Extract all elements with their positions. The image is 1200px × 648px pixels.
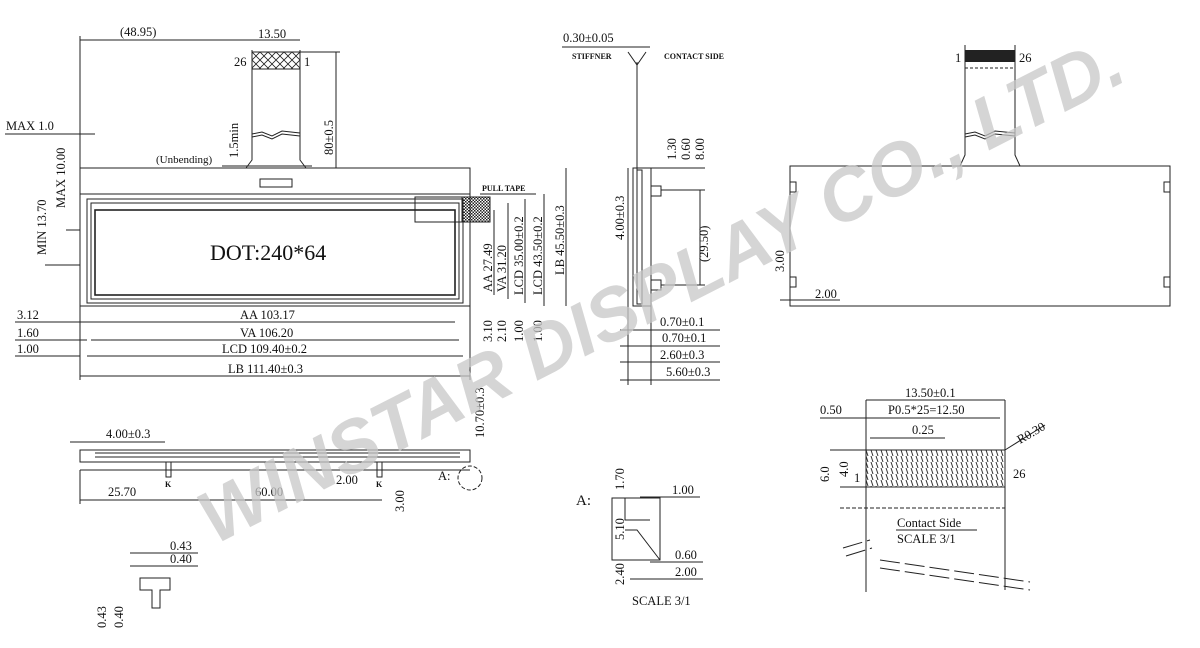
detail-a-label: A:: [576, 493, 591, 509]
dim-3-12: 3.12: [17, 308, 39, 322]
dim-1-30: 1.30: [665, 138, 679, 160]
detail-dim-1-70: 1.70: [613, 468, 627, 490]
active-area: [94, 209, 456, 296]
bottom-dim-4-00: 4.00±0.3: [106, 427, 150, 441]
dim-0-40-v: 0.40: [112, 606, 126, 628]
lcd-width: LCD 109.40±0.2: [222, 342, 307, 356]
detail-dim-5-10: 5.10: [613, 518, 627, 540]
dim-0-70-a: 0.70±0.1: [660, 315, 704, 329]
va-height: VA 31.20: [495, 245, 509, 292]
dim-1-00: 1.00: [17, 342, 39, 356]
dim-3-10: 3.10: [481, 320, 495, 342]
contact-scale: SCALE 3/1: [897, 532, 956, 546]
detail-dim-2-00: 2.00: [675, 565, 697, 579]
pull-tape: [461, 196, 491, 223]
unbending-label: (Unbending): [156, 154, 213, 166]
detail-a: A: 1.70 1.00 5.10 0.60 2.00 2.40 SCALE 3…: [576, 468, 703, 608]
contact-pin-1: 1: [854, 471, 860, 485]
contact-pitch: P0.5*25=12.50: [888, 403, 965, 417]
rear-dim-2-00: 2.00: [815, 287, 837, 301]
aa-height: AA 27.49: [481, 243, 495, 292]
front-view: (48.95) 13.50 26 1 80±0.5 1.5min (Unbend…: [5, 25, 567, 380]
bottom-view: 4.00±0.3 10.70±0.3 25.70 60.00 2.00 3.00…: [70, 387, 487, 628]
bottom-dim-10-70: 10.70±0.3: [473, 387, 487, 438]
detail-dim-2-40: 2.40: [613, 563, 627, 585]
dim-8-00: 8.00: [693, 138, 707, 160]
lb-outline: [79, 167, 471, 307]
contact-side-title: Contact Side: [897, 516, 962, 530]
rear-dim-3-00: 3.00: [773, 250, 787, 272]
min-13-70: MIN 13.70: [35, 199, 49, 255]
bottom-dim-25-70: 25.70: [108, 485, 136, 499]
detail-dim-0-60: 0.60: [675, 548, 697, 562]
pin-26-label: 26: [234, 55, 247, 69]
contact-dim-0-25: 0.25: [912, 423, 934, 437]
contact-r0-30: R0.30: [1015, 419, 1048, 446]
bottom-dim-60-00: 60.00: [255, 485, 283, 499]
lcd-height: LCD 35.00±0.2: [512, 216, 526, 295]
dim-1-60: 1.60: [17, 326, 39, 340]
contact-side-label: CONTACT SIDE: [664, 52, 724, 61]
max-10-00: MAX 10.00: [54, 148, 68, 208]
contact-dim-6-0: 6.0: [818, 466, 832, 482]
lb-height: LB 45.50±0.3: [553, 205, 567, 275]
k-mark-1: K: [165, 480, 172, 489]
side-view: 0.30±0.05 STIFFNER CONTACT SIDE 1.30 0.6…: [562, 31, 724, 385]
dim-0-70-b: 0.70±0.1: [662, 331, 706, 345]
rear-pin-26: 26: [1019, 51, 1032, 65]
dim-1-00-a: 1.00: [512, 320, 526, 342]
pin-1-label: 1: [304, 55, 310, 69]
aa-width: AA 103.17: [240, 308, 295, 322]
max-1-0: MAX 1.0: [6, 119, 54, 133]
dim-1-5min: 1.5min: [227, 122, 241, 158]
dim-80: 80±0.5: [322, 120, 336, 155]
stiffner-label: STIFFNER: [572, 52, 612, 61]
dim-0-40: 0.40: [170, 552, 192, 566]
fpc-contacts: [251, 51, 301, 70]
pull-tape-label: PULL TAPE: [482, 184, 526, 193]
detail-a-ref: A:: [438, 469, 451, 483]
dim-5-60: 5.60±0.3: [666, 365, 710, 379]
bottom-dim-3-00: 3.00: [393, 490, 407, 512]
bottom-dim-2-00: 2.00: [336, 473, 358, 487]
dim-4-00: 4.00±0.3: [613, 196, 627, 240]
dim-13-50: 13.50: [258, 27, 286, 41]
contact-pins: [865, 449, 1006, 488]
dim-1-00-b: 1.00: [531, 320, 545, 342]
detail-scale: SCALE 3/1: [632, 594, 691, 608]
contact-detail: 13.50±0.1 0.50 P0.5*25=12.50 0.25 R0.30 …: [818, 386, 1048, 592]
dim-0-43: 0.43: [170, 539, 192, 553]
lb-width: LB 111.40±0.3: [228, 362, 303, 376]
contact-dim-4-0: 4.0: [837, 461, 851, 477]
detail-dim-1-00: 1.00: [672, 483, 694, 497]
dim-2-60: 2.60±0.3: [660, 348, 704, 362]
dim-48-95: (48.95): [120, 25, 156, 39]
dim-0-43-v: 0.43: [95, 606, 109, 628]
contact-dim-13-50: 13.50±0.1: [905, 386, 956, 400]
dim-2-10: 2.10: [495, 320, 509, 342]
rear-view: 1 26 3.00 2.00: [773, 45, 1171, 307]
contact-dim-0-50: 0.50: [820, 403, 842, 417]
contact-pin-26: 26: [1013, 467, 1026, 481]
thickness-label: 0.30±0.05: [563, 31, 614, 45]
lcd-height-2: LCD 43.50±0.2: [531, 216, 545, 295]
rear-pin-1: 1: [955, 51, 961, 65]
va-width: VA 106.20: [240, 326, 293, 340]
dot-resolution: DOT:240*64: [210, 240, 326, 265]
dim-29-50: (29.50): [697, 226, 711, 262]
k-mark-2: K: [376, 480, 383, 489]
rear-fpc-contacts: [965, 50, 1015, 62]
lcd-outline: [86, 198, 464, 304]
dim-0-60: 0.60: [679, 138, 693, 160]
